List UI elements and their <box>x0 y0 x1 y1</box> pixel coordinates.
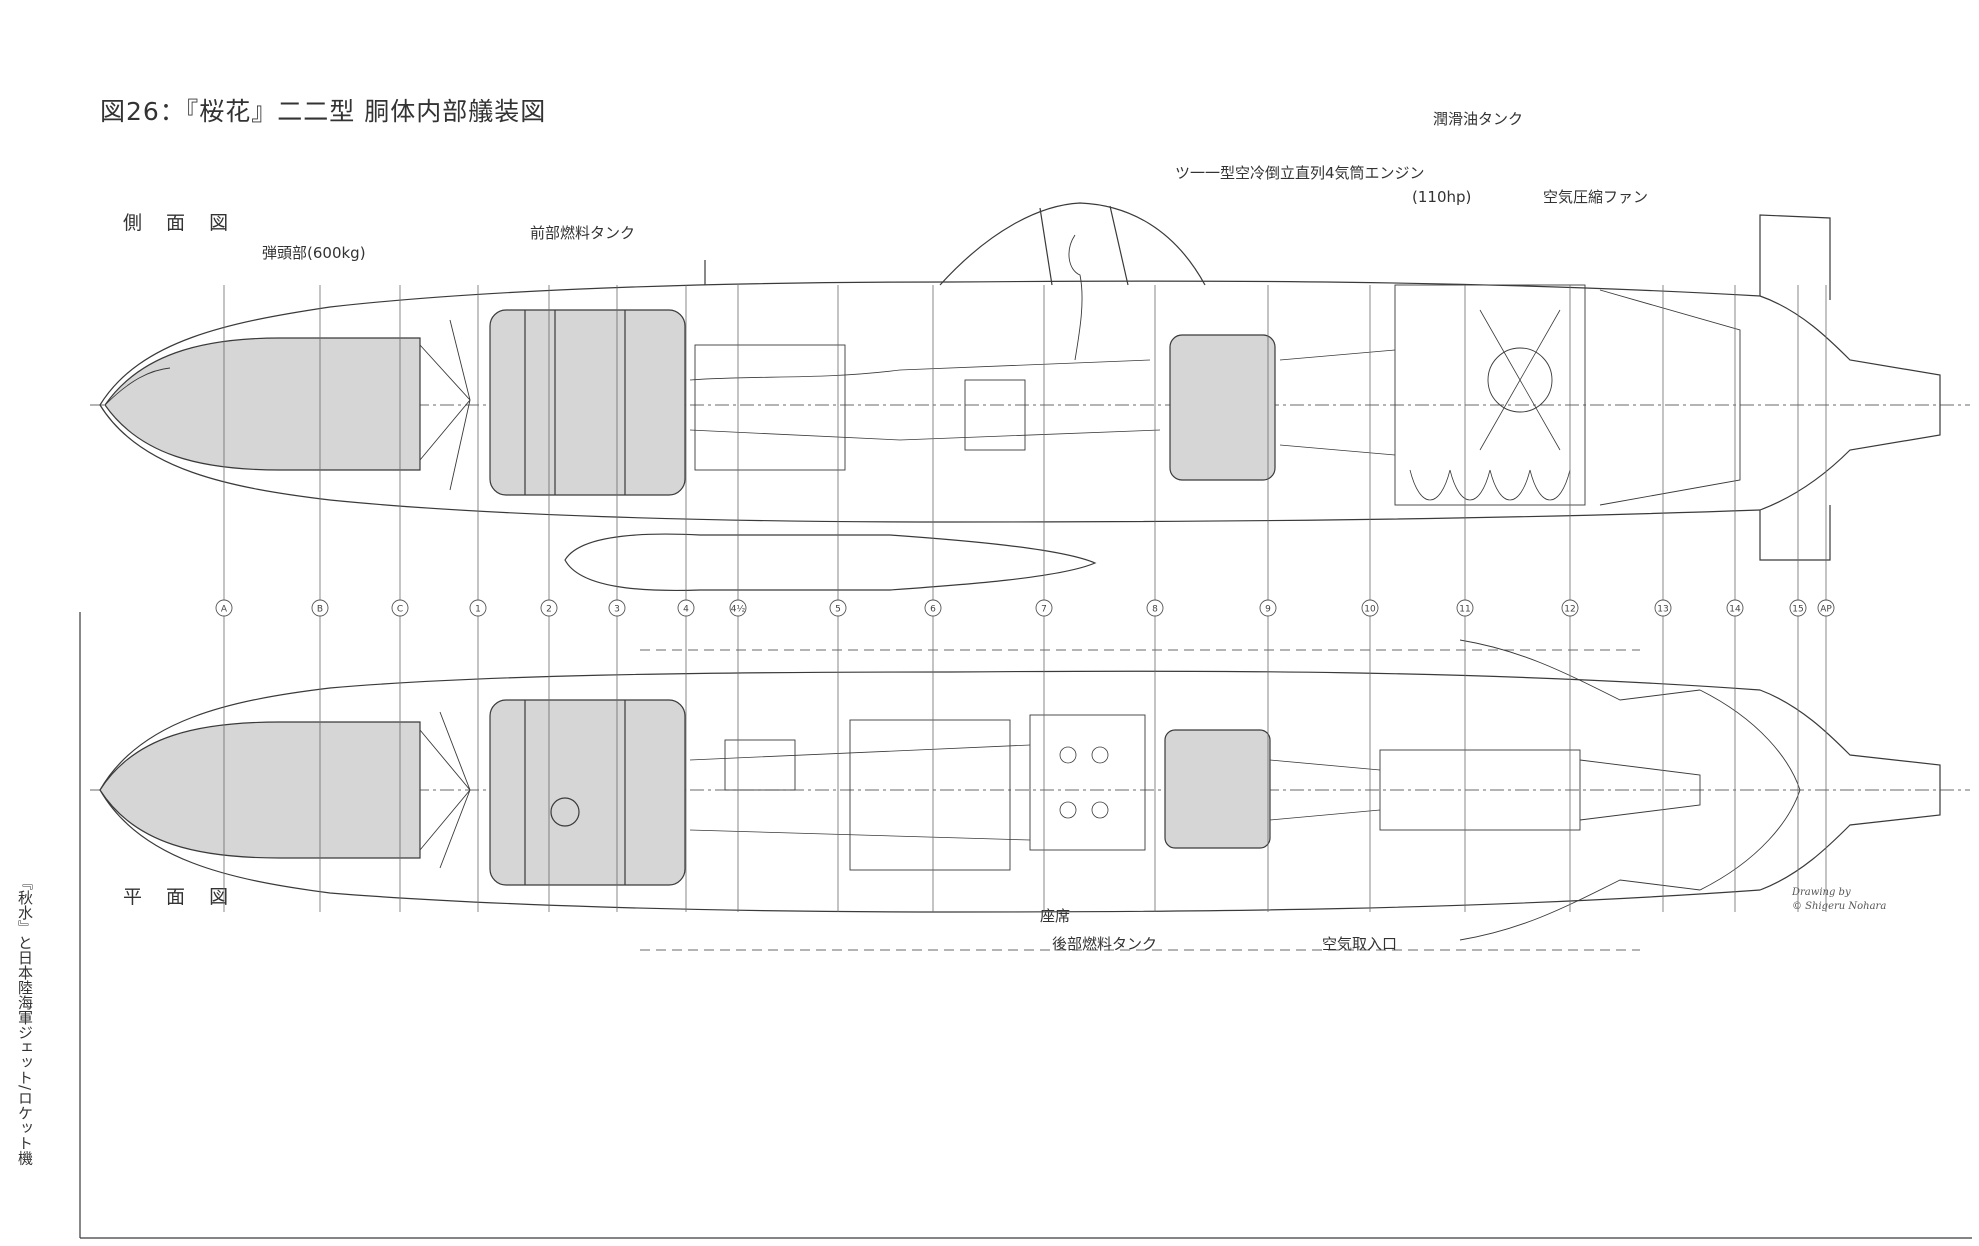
side-nose-cone <box>104 367 171 406</box>
side-view-label: 側 面 図 <box>123 212 238 234</box>
engine-label: ツ一一型空冷倒立直列4気筒エンジン <box>1175 164 1425 182</box>
side-external-tank <box>564 533 1097 592</box>
station-label: 2 <box>546 605 552 615</box>
station-circle <box>924 599 942 617</box>
plan-tank-cap <box>550 797 580 827</box>
side-engine-crank <box>1487 347 1553 413</box>
station-circle <box>469 599 487 617</box>
station-label: A <box>221 605 228 615</box>
side-engine-struts <box>1479 309 1561 451</box>
credit-line-2: © Shigeru Nohara <box>1792 901 1887 912</box>
rear-tank-label: 後部燃料タンク <box>1052 935 1158 953</box>
station-label: AP <box>1820 605 1832 615</box>
plan-compressor <box>1579 759 1701 821</box>
station-label: 4½ <box>731 605 746 615</box>
station-circle <box>1789 599 1807 617</box>
side-equipment-bay <box>694 344 846 471</box>
side-canopy <box>939 202 1206 286</box>
station-label: 9 <box>1265 605 1271 615</box>
page-title: 図26：『桜花』二二型 胴体内部艤装図 <box>100 97 547 126</box>
plan-rear-fuel-tank <box>1164 729 1271 849</box>
station-label: 7 <box>1041 605 1047 615</box>
station-label: 1 <box>475 605 481 615</box>
station-circle <box>608 599 626 617</box>
station-label: 11 <box>1459 605 1470 615</box>
canopy-frame <box>1039 205 1129 286</box>
station-label: 5 <box>835 605 841 615</box>
seat-rivet-4 <box>1091 801 1109 819</box>
tail-fin <box>1759 214 1831 300</box>
station-circle <box>1456 599 1474 617</box>
side-compressor <box>1599 289 1741 506</box>
side-engine-block <box>1394 284 1586 506</box>
station-circle <box>1654 599 1672 617</box>
oil-tank-label: 潤滑油タンク <box>1433 110 1524 128</box>
station-circle <box>215 599 233 617</box>
station-label: 3 <box>614 605 620 615</box>
station-label: 14 <box>1729 605 1741 615</box>
air-intake-label: 空気取入口 <box>1322 935 1398 953</box>
seat-rivet-1 <box>1059 746 1077 764</box>
station-circle <box>1817 599 1835 617</box>
plan-view-label: 平 面 図 <box>123 886 238 908</box>
station-circle <box>1726 599 1744 617</box>
pilot-figure <box>1068 234 1083 361</box>
engine-power-label: (110hp) <box>1412 188 1472 206</box>
station-label: 12 <box>1564 605 1575 615</box>
station-label: 10 <box>1364 605 1376 615</box>
plan-wing-root <box>640 649 1640 951</box>
station-label: B <box>317 605 323 615</box>
station-label: 15 <box>1792 605 1803 615</box>
station-circle <box>729 599 747 617</box>
station-circle <box>1035 599 1053 617</box>
side-warhead <box>104 337 421 471</box>
station-circle <box>1259 599 1277 617</box>
plan-piping <box>689 744 1381 841</box>
seat-rivet-2 <box>1091 746 1109 764</box>
station-label: C <box>397 605 403 615</box>
compressor-fan-label: 空気圧縮ファン <box>1543 188 1649 206</box>
plan-front-fuel-tank <box>489 699 686 886</box>
lower-fin <box>1759 505 1831 561</box>
plan-engine-block <box>1379 749 1581 831</box>
plan-equipment-box <box>724 739 796 791</box>
warhead-label: 弾頭部(600kg) <box>262 244 366 262</box>
plan-equipment-bay <box>849 719 1011 871</box>
station-label: 6 <box>930 605 936 615</box>
side-warhead-mount <box>419 319 471 491</box>
station-circle <box>1361 599 1379 617</box>
plan-warhead <box>99 721 421 859</box>
plan-nozzle <box>1699 689 1801 891</box>
plan-air-intakes <box>1459 639 1701 941</box>
station-circle <box>829 599 847 617</box>
side-front-fuel-tank <box>489 309 686 496</box>
station-circle <box>677 599 695 617</box>
book-title-vertical: 『秋水』と日本陸海軍ジェット/ロケット機 <box>16 875 34 1166</box>
side-view-fuselage <box>90 202 1970 561</box>
side-cooling-fins <box>1409 469 1571 501</box>
side-piping <box>689 349 1396 456</box>
plan-warhead-mount <box>419 711 471 869</box>
drawing-credit: Drawing by © Shigeru Nohara <box>1792 886 1886 914</box>
station-label: 13 <box>1657 605 1668 615</box>
credit-line-1: Drawing by <box>1792 887 1851 898</box>
plan-view-fuselage <box>90 639 1970 951</box>
front-tank-label: 前部燃料タンク <box>530 224 636 242</box>
station-circle <box>540 599 558 617</box>
station-circle <box>311 599 329 617</box>
side-rear-fuel-tank <box>1169 334 1276 481</box>
side-instrument-box <box>964 379 1026 451</box>
station-circle <box>1561 599 1579 617</box>
station-label: 8 <box>1152 605 1158 615</box>
seat-rivet-3 <box>1059 801 1077 819</box>
station-circle <box>1146 599 1164 617</box>
station-circle <box>391 599 409 617</box>
plan-seat <box>1029 714 1146 851</box>
station-label: 4 <box>683 605 689 615</box>
